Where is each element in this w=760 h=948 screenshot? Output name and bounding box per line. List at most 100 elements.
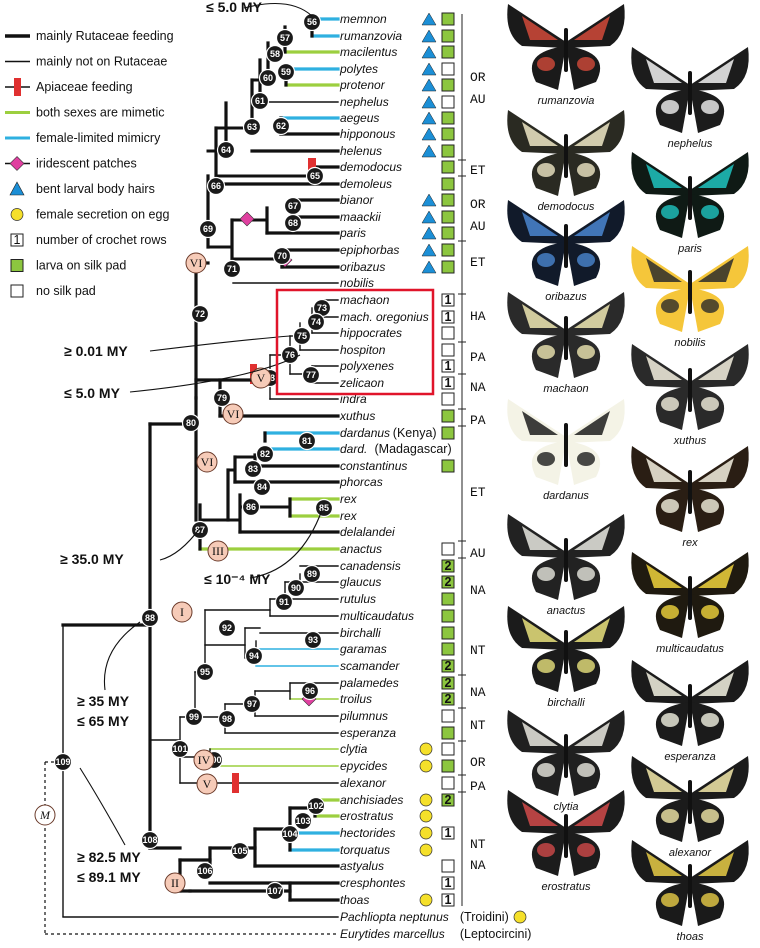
roman-numeral: III [212,544,224,558]
roman-node [207,540,229,562]
wing-pattern [522,122,558,146]
taxon-name: helenus [340,144,382,158]
silk-pad-box [441,376,455,390]
butterfly-erostratus [507,790,625,876]
age-annotation: ≤ 5.0 MY [206,0,263,15]
butterfly-body [688,470,692,514]
region-label: NT [470,837,486,852]
butterfly-thoas [631,840,749,926]
hindwing-spot [661,397,679,411]
crochet-rows: 2 [445,676,452,690]
hindwing-spot [701,397,719,411]
age-annotation: ≤ 65 MY [77,713,130,729]
silk-pad-box [441,776,455,790]
hindwing-spot [577,659,595,673]
region-label: ET [470,485,486,500]
legend-label: female-limited mimicry [36,131,161,145]
hindwing-spot [577,345,595,359]
taxon-name: macilentus [340,45,397,59]
butterfly-nobilis [631,246,749,332]
wing-pattern [646,768,682,792]
hindwing-spot [701,893,719,907]
hindwing-spot [701,299,719,313]
butterfly-body [688,71,692,115]
taxon-name: xuthus [339,409,375,423]
wing-pattern [646,852,682,876]
node-number: 104 [282,829,297,839]
node-circle [217,709,237,729]
butterfly-caption: birchalli [547,697,585,709]
wing-pattern [646,59,682,83]
bent-hairs-icon [421,45,437,59]
silk-pad-box [441,709,455,723]
butterfly-alexanor [631,756,749,842]
wing-pattern [574,722,610,746]
annotation-arrow [129,354,301,393]
silk-pad-box [441,45,455,59]
taxon-name: machaon [340,293,390,307]
taxon-name: pilumnus [339,709,388,723]
butterfly-caption: xuthus [673,435,707,447]
bent-hairs-icon [421,193,437,207]
butterfly-caption: erostratus [542,881,591,893]
silk-pad-box [441,559,455,573]
node-markers: 5657585960616263646566676869707172737475… [34,12,334,901]
wing-pattern [698,258,734,282]
silk-pad-box [441,177,455,191]
node-number: 68 [288,218,298,228]
roman-numeral: VI [190,256,203,270]
node-circle [297,431,317,451]
node-circle [242,694,262,714]
age-annotation: ≥ 82.5 MY [77,849,141,865]
butterfly-body [688,270,692,314]
butterfly-caption: dardanus [543,490,589,502]
region-label: NT [470,643,486,658]
node-circle [292,326,312,346]
silk-pad-box [441,542,455,556]
hindwing-spot [537,452,555,466]
roman-numeral: II [171,876,179,890]
wing-pattern [522,16,558,40]
butterfly-birchalli [507,606,625,692]
node-circle [140,830,160,850]
node-circle [286,578,306,598]
taxon-name: protenor [339,78,386,92]
wing-pattern [574,526,610,550]
wing-pattern [646,258,682,282]
hindwing-spot [577,57,595,71]
roman-node [164,872,186,894]
wing-pattern [522,526,558,550]
butterfly-body [564,316,568,360]
node-number: 66 [211,181,221,191]
hindwing-spot [661,100,679,114]
butterfly-demodocus [507,110,625,196]
taxon-name: dard. [340,442,367,456]
crochet-rows: 1 [445,826,452,840]
wing-pattern [646,564,682,588]
node-circle [276,62,296,82]
butterfly-caption: alexanor [669,847,713,859]
silk-pad-box [441,95,455,109]
taxon-name: glaucus [340,575,381,589]
butterfly-nephelus [631,47,749,133]
node-circle [250,91,270,111]
legend-label: no silk pad [36,284,96,298]
bent-hairs-icon [421,144,437,158]
silk-pad-box [441,111,455,125]
annotation-arrow [249,509,323,579]
butterfly-body [688,176,692,220]
node-number: 102 [308,801,323,811]
butterfly-dardanus [507,399,625,485]
hindwing-spot [701,713,719,727]
butterfly-body [564,134,568,178]
node-circle [181,413,201,433]
butterfly-caption: esperanza [664,751,715,763]
taxon-name: astyalus [340,859,384,873]
hindwing-spot [661,299,679,313]
node-number: 109 [55,757,70,767]
wing-pattern [698,356,734,380]
roman-numeral: V [203,777,212,791]
outgroup-name: Eurytides marcellus [340,927,445,941]
hindwing-spot [577,567,595,581]
